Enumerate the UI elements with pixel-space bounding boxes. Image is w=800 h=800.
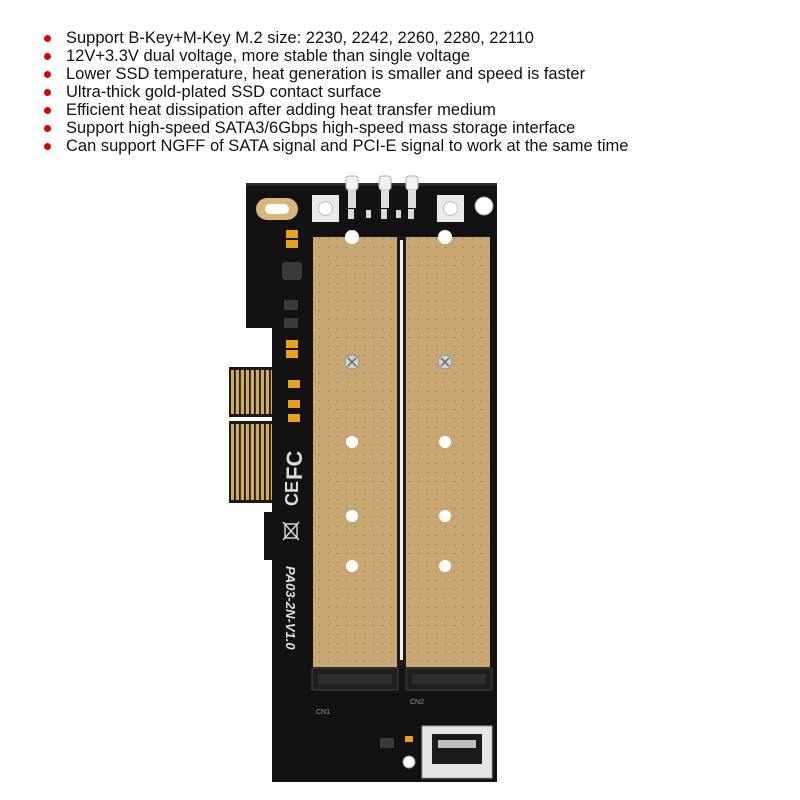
ce-mark-icon: CE bbox=[282, 481, 302, 506]
feature-text: 12V+3.3V dual voltage, more stable than … bbox=[66, 47, 471, 65]
feature-item: Support B-Key+M-Key M.2 size: 2230, 2242… bbox=[44, 29, 784, 47]
svg-text:FC: FC bbox=[282, 451, 307, 480]
pcb-edge bbox=[246, 183, 497, 186]
feature-text: Can support NGFF of SATA signal and PCI-… bbox=[66, 137, 629, 155]
connector-left-label: CN1 bbox=[316, 709, 330, 716]
bullet-icon bbox=[44, 107, 51, 114]
feature-text: Lower SSD temperature, heat generation i… bbox=[66, 65, 586, 83]
model-label: PA03-2N-V1.0 bbox=[283, 566, 298, 650]
bullet-icon bbox=[44, 143, 51, 150]
bullet-icon bbox=[44, 71, 51, 78]
feature-text: Ultra-thick gold-plated SSD contact surf… bbox=[66, 83, 382, 101]
size-mount-holes bbox=[346, 436, 451, 572]
smd-components bbox=[286, 230, 413, 742]
fcc-logo-icon: FC bbox=[282, 451, 307, 480]
bullet-icon bbox=[44, 125, 51, 132]
feature-item: 12V+3.3V dual voltage, more stable than … bbox=[44, 47, 784, 65]
feature-item: Support high-speed SATA3/6Gbps high-spee… bbox=[44, 119, 784, 137]
bullet-icon bbox=[44, 89, 51, 96]
chip bbox=[284, 300, 298, 310]
sata-connector bbox=[421, 725, 493, 779]
feature-text: Efficient heat dissipation after adding … bbox=[66, 101, 496, 119]
mount-hole bbox=[474, 196, 494, 216]
led-indicators bbox=[345, 175, 419, 208]
chip bbox=[380, 738, 394, 748]
feature-text: Support high-speed SATA3/6Gbps high-spee… bbox=[66, 119, 576, 137]
feature-item: Efficient heat dissipation after adding … bbox=[44, 101, 784, 119]
bullet-icon bbox=[44, 35, 51, 42]
feature-text: Support B-Key+M-Key M.2 size: 2230, 2242… bbox=[66, 29, 534, 47]
weee-bin-icon bbox=[282, 521, 300, 541]
inductor bbox=[282, 262, 302, 280]
feature-item: Ultra-thick gold-plated SSD contact surf… bbox=[44, 83, 784, 101]
via-hole bbox=[402, 755, 416, 769]
svg-text:CE: CE bbox=[282, 481, 302, 506]
chip bbox=[284, 318, 298, 328]
feature-item: Can support NGFF of SATA signal and PCI-… bbox=[44, 137, 784, 155]
bullet-icon bbox=[44, 53, 51, 60]
feature-item: Lower SSD temperature, heat generation i… bbox=[44, 65, 784, 83]
connector-right-label: CN2 bbox=[410, 699, 424, 706]
gold-contacts bbox=[231, 370, 272, 414]
gold-contacts bbox=[231, 424, 272, 500]
feature-list: Support B-Key+M-Key M.2 size: 2230, 2242… bbox=[44, 29, 784, 155]
standoff-screw bbox=[437, 354, 453, 370]
standoff-screw bbox=[344, 354, 360, 370]
